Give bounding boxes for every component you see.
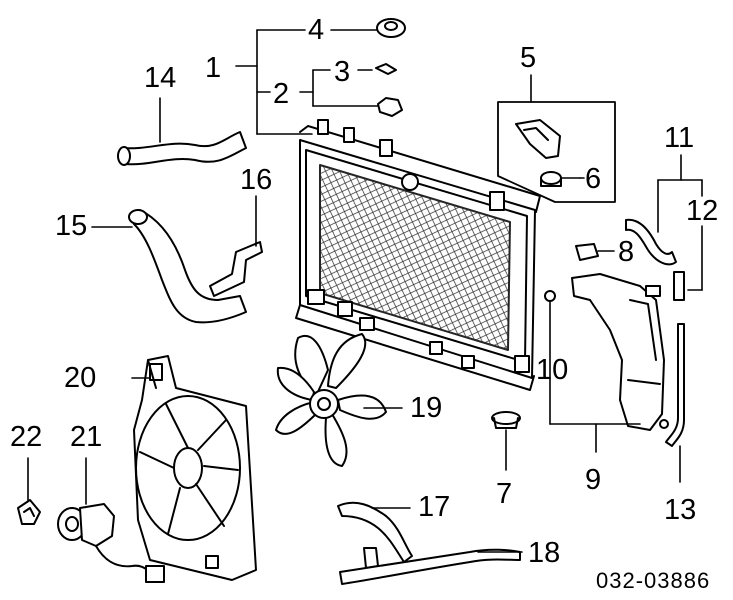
hose-clip [673,271,685,301]
callout-14: 14 [144,62,177,94]
callout-10: 10 [536,354,569,386]
callout-21: 21 [70,421,103,453]
callout-13: 13 [664,494,697,526]
hose-bracket [209,195,263,297]
callout-4: 4 [308,14,325,46]
cooling-fan [275,333,387,467]
fan-motor [57,503,165,583]
callout-6: 6 [585,163,602,195]
figure-code: 032-03886 [596,568,711,593]
coolant-reserve-tank [571,273,669,431]
drain-plug-washer [377,97,403,117]
upper-radiator-hose [121,131,247,166]
bypass-hose [339,548,521,585]
callout-3: 3 [334,56,351,88]
leader-lines-11-12 [657,154,703,291]
radiator-cap [376,18,406,38]
callout-8: 8 [618,236,635,268]
drain-plug [375,63,397,75]
callout-20: 20 [64,362,97,394]
leader-lines-1-2-3-4 [235,29,381,135]
radiator [295,119,541,391]
reserve-tank-cap [575,243,599,261]
callout-19: 19 [410,392,443,424]
callout-1: 1 [205,52,222,84]
callout-11: 11 [664,122,695,154]
callout-7: 7 [496,478,513,510]
callout-12: 12 [686,195,719,227]
harness-clip [17,457,41,525]
tank-grommet [544,290,556,302]
bracket-kit-box [497,74,616,203]
reserve-tank-hose [665,323,685,447]
callout-22: 22 [10,421,43,453]
callout-17: 17 [418,491,451,523]
rubber-mount [491,411,521,471]
callout-16: 16 [240,164,273,196]
callout-15: 15 [55,210,88,242]
callout-9: 9 [585,464,602,496]
callout-2: 2 [273,78,290,110]
fan-shroud [133,355,257,581]
callout-5: 5 [520,42,537,74]
lower-radiator-hose [133,209,247,324]
callout-18: 18 [528,537,561,569]
overflow-hose [625,218,677,266]
leader-lines-9-10 [549,301,641,453]
